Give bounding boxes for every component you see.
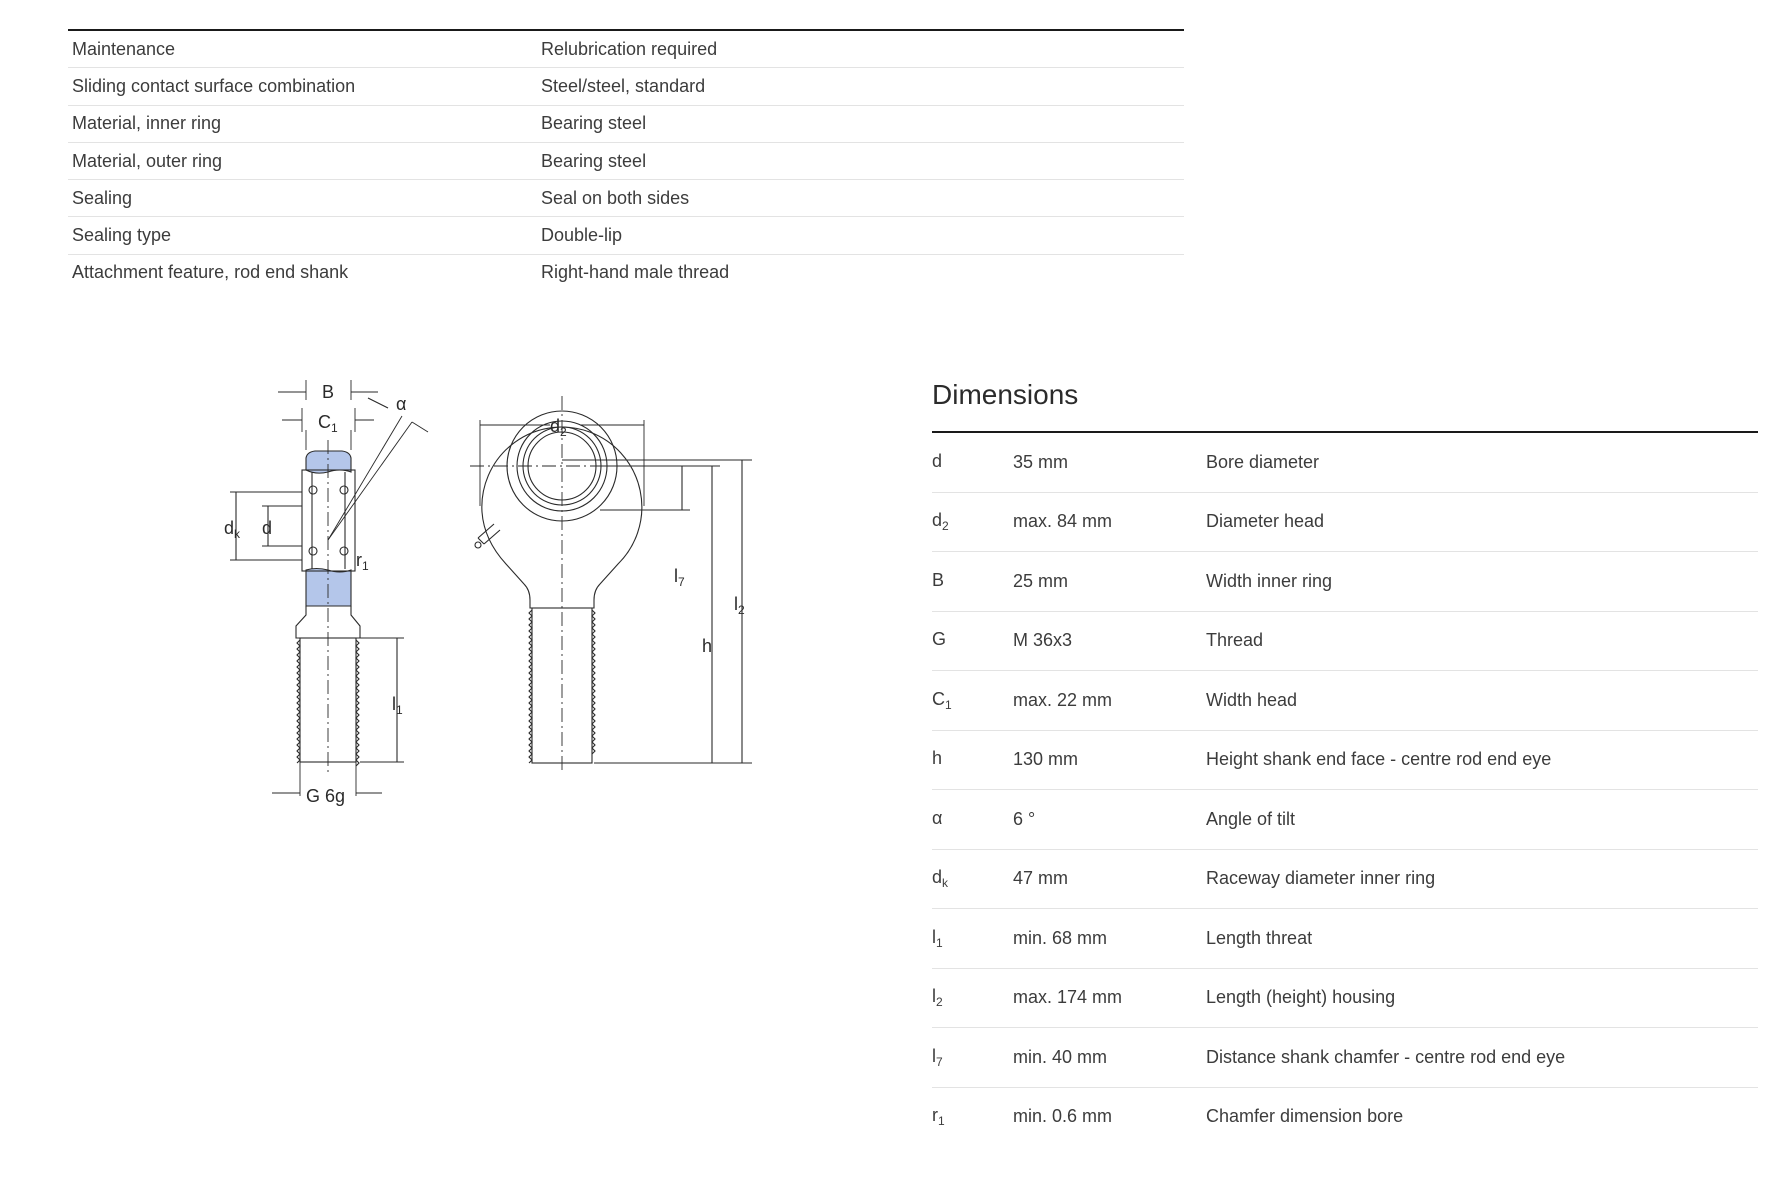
front-view (470, 396, 752, 772)
property-label: Attachment feature, rod end shank (72, 262, 349, 283)
dimension-value: M 36x3 (1013, 630, 1073, 651)
dimension-value: max. 22 mm (1013, 689, 1113, 710)
dimension-symbol: r1 (932, 1105, 945, 1129)
dimension-description: Diameter head (1206, 511, 1325, 532)
dimension-value: max. 174 mm (1013, 987, 1123, 1008)
dimension-row: l2 max. 174 mm Length (height) housing (932, 969, 1758, 1028)
rod-end-drawing-svg: B C1 α dk d r1 l1 G 6g d2 l7 l2 h (224, 380, 752, 806)
label-B: B (322, 382, 334, 402)
dimension-row: dk 47 mm Raceway diameter inner ring (932, 850, 1758, 909)
dimension-symbol: l7 (932, 1045, 943, 1069)
dimension-value: min. 40 mm (1013, 1046, 1108, 1067)
label-h: h (702, 636, 712, 656)
seal-bottom (305, 567, 352, 607)
dimension-row: d2 max. 84 mm Diameter head (932, 493, 1758, 552)
label-alpha: α (396, 394, 406, 414)
property-label: Material, inner ring (72, 113, 222, 134)
dimension-row: l1 min. 68 mm Length threat (932, 909, 1758, 969)
dimensions-section: Dimensions d 35 mm Bore diameter d2 max. 84… (932, 378, 1758, 1146)
label-dk: dk (224, 518, 241, 541)
seal-top (305, 450, 352, 474)
drawing-labels: B C1 α dk d r1 l1 G 6g d2 l7 l2 h (224, 382, 745, 806)
dimension-row: d 35 mm Bore diameter (932, 433, 1758, 493)
properties-table: Maintenance Relubrication required Slidin… (68, 29, 1184, 291)
property-value: Right-hand male thread (541, 262, 730, 283)
dimension-value: 6 ° (1013, 808, 1036, 829)
dimension-symbol: α (932, 807, 943, 828)
side-view (230, 380, 429, 796)
dimension-description: Raceway diameter inner ring (1206, 868, 1436, 889)
dimension-row: C1 max. 22 mm Width head (932, 671, 1758, 731)
dimension-value: 47 mm (1013, 868, 1069, 889)
property-row: Sealing type Double-lip (68, 217, 1184, 255)
property-row: Material, outer ring Bearing steel (68, 143, 1184, 181)
dimension-symbol: l2 (932, 986, 943, 1010)
dimension-description: Length (height) housing (1206, 987, 1396, 1008)
dimension-symbol: d2 (932, 510, 949, 534)
dimensions-table: d 35 mm Bore diameter d2 max. 84 mm Diameter… (932, 433, 1758, 1146)
dimension-row: α 6 ° Angle of tilt (932, 790, 1758, 850)
label-l2: l2 (734, 594, 745, 617)
property-value: Double-lip (541, 225, 623, 246)
dimension-symbol: l1 (932, 926, 943, 950)
property-label: Sliding contact surface combination (72, 75, 356, 96)
label-C: C1 (318, 412, 338, 435)
property-row: Sealing Seal on both sides (68, 180, 1184, 218)
property-label: Maintenance (72, 38, 176, 59)
dimension-row: l7 min. 40 mm Distance shank chamfer - cen… (932, 1028, 1758, 1088)
property-row: Attachment feature, rod end shank Right-h… (68, 255, 1184, 291)
dimension-description: Chamfer dimension bore (1206, 1106, 1404, 1127)
label-g6g: G 6g (306, 786, 345, 806)
property-value: Bearing steel (541, 150, 647, 171)
dimension-description: Distance shank chamfer - centre rod end … (1206, 1046, 1566, 1067)
dimension-row: G M 36x3 Thread (932, 612, 1758, 671)
dimension-description: Thread (1206, 630, 1264, 651)
dimension-row: h 130 mm Height shank end face - centre ro… (932, 731, 1758, 790)
dimension-value: 130 mm (1013, 749, 1079, 770)
dimension-symbol: h (932, 748, 943, 769)
dimension-symbol: G (932, 629, 947, 650)
property-row: Material, inner ring Bearing steel (68, 106, 1184, 143)
dimension-description: Height shank end face - centre rod end e… (1206, 749, 1552, 770)
dimension-value: min. 0.6 mm (1013, 1106, 1113, 1127)
dimension-description: Length threat (1206, 927, 1313, 948)
rod-end-drawing: B C1 α dk d r1 l1 G 6g d2 l7 l2 h (0, 360, 780, 820)
dimension-value: 35 mm (1013, 451, 1069, 472)
dimensions-title: Dimensions (932, 378, 1758, 433)
label-r: r1 (356, 550, 369, 573)
property-value: Relubrication required (541, 38, 718, 59)
dimension-symbol: d (932, 450, 943, 471)
dimension-row: B 25 mm Width inner ring (932, 552, 1758, 612)
property-value: Seal on both sides (541, 187, 690, 208)
property-label: Sealing (72, 187, 133, 208)
head-body (301, 469, 356, 572)
label-l1: l1 (392, 694, 403, 717)
dimension-value: max. 84 mm (1013, 511, 1113, 532)
dimension-description: Bore diameter (1206, 451, 1320, 472)
housing-outline (481, 426, 643, 609)
label-d: d (262, 518, 272, 538)
label-d2: d2 (550, 416, 567, 439)
dimension-value: min. 68 mm (1013, 927, 1108, 948)
dimension-description: Width inner ring (1206, 570, 1333, 591)
dimension-symbol: C1 (932, 688, 952, 712)
dimension-row: r1 min. 0.6 mm Chamfer dimension bore (932, 1088, 1758, 1147)
property-label: Sealing type (72, 225, 172, 246)
property-row: Sliding contact surface combination Steel… (68, 68, 1184, 106)
property-value: Bearing steel (541, 113, 647, 134)
grease-nipple (477, 523, 501, 545)
dimension-value: 25 mm (1013, 570, 1069, 591)
property-row: Maintenance Relubrication required (68, 31, 1184, 69)
label-l7: l7 (674, 566, 685, 589)
dimension-description: Angle of tilt (1206, 808, 1296, 829)
property-label: Material, outer ring (72, 150, 223, 171)
dimension-symbol: B (932, 569, 945, 590)
dimension-symbol: dk (932, 867, 949, 891)
property-value: Steel/steel, standard (541, 75, 706, 96)
dimension-description: Width head (1206, 689, 1298, 710)
